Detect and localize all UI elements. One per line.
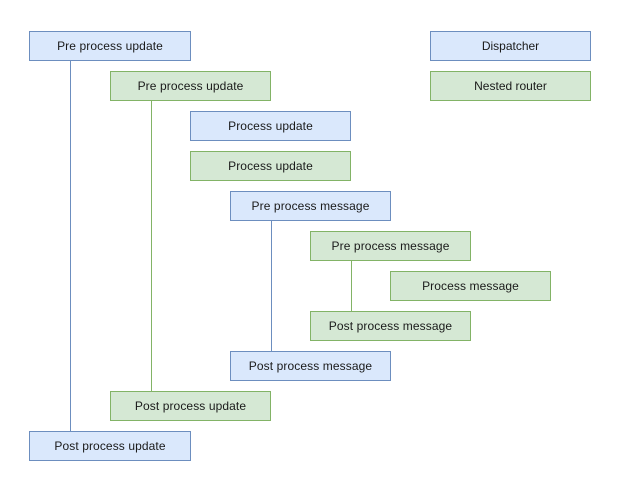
legend-item-dispatcher[interactable]: Dispatcher bbox=[430, 31, 591, 61]
node-n8[interactable]: Post process message bbox=[310, 311, 471, 341]
node-n2[interactable]: Pre process update bbox=[110, 71, 271, 101]
node-n1[interactable]: Pre process update bbox=[29, 31, 191, 61]
connector-n6-to-n8 bbox=[351, 261, 352, 311]
connector-n1-to-n11 bbox=[70, 61, 71, 431]
node-label: Process update bbox=[228, 159, 313, 173]
connector-n5-to-n9 bbox=[271, 221, 272, 351]
node-label: Process update bbox=[228, 119, 313, 133]
node-n10[interactable]: Post process update bbox=[110, 391, 271, 421]
node-n3[interactable]: Process update bbox=[190, 111, 351, 141]
node-n7[interactable]: Process message bbox=[390, 271, 551, 301]
node-label: Post process message bbox=[328, 319, 453, 333]
node-label: Pre process message bbox=[331, 239, 450, 253]
node-label: Post process update bbox=[134, 399, 247, 413]
node-n4[interactable]: Process update bbox=[190, 151, 351, 181]
node-label: Pre process update bbox=[137, 79, 244, 93]
node-label: Post process update bbox=[54, 439, 166, 453]
legend-item-router[interactable]: Nested router bbox=[430, 71, 591, 101]
node-label: Process message bbox=[422, 279, 519, 293]
legend-item-label: Nested router bbox=[474, 79, 547, 93]
node-n9[interactable]: Post process message bbox=[230, 351, 391, 381]
node-label: Pre process update bbox=[57, 39, 163, 53]
node-n5[interactable]: Pre process message bbox=[230, 191, 391, 221]
node-label: Pre process message bbox=[251, 199, 370, 213]
node-label: Post process message bbox=[248, 359, 373, 373]
node-n11[interactable]: Post process update bbox=[29, 431, 191, 461]
connector-n2-to-n10 bbox=[151, 101, 152, 391]
node-n6[interactable]: Pre process message bbox=[310, 231, 471, 261]
legend-item-label: Dispatcher bbox=[481, 39, 540, 53]
